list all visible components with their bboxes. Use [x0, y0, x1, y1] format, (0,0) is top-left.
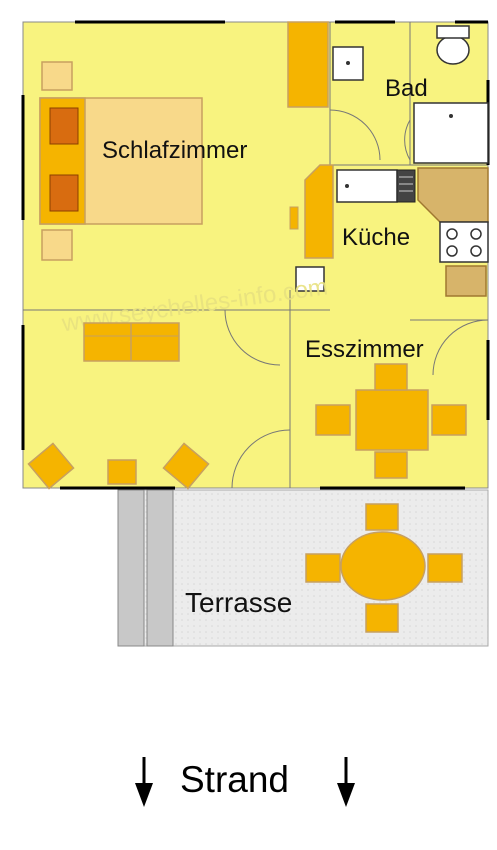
- bedroom-furniture: Schlafzimmer: [39, 61, 247, 261]
- stove: [439, 221, 489, 263]
- terrace-furniture: Terrasse: [185, 503, 463, 633]
- terrace-chair-right: [427, 553, 463, 583]
- kitchen-cabinet: [304, 164, 334, 259]
- room-label-terrasse: Terrasse: [185, 587, 292, 618]
- room-label-kueche: Küche: [342, 224, 410, 251]
- dining-chair-left: [315, 404, 351, 436]
- dining-room: Esszimmer: [305, 336, 467, 479]
- armchair-left: [27, 442, 75, 490]
- dining-chair-top: [374, 363, 408, 391]
- dining-table: [355, 389, 429, 451]
- outer-walls: [21, 20, 490, 490]
- drying-rack: [396, 169, 416, 203]
- armchair-right: [162, 442, 210, 490]
- pillow-2: [49, 174, 79, 212]
- kitchen-bin: [295, 266, 325, 292]
- toilet: [436, 35, 470, 65]
- down-arrow-icon: [135, 757, 153, 807]
- kitchen: Küche: [289, 164, 489, 297]
- room-label-schlafzimmer: Schlafzimmer: [102, 137, 247, 164]
- living-furniture: [27, 322, 210, 490]
- strand-indicator: Strand: [0, 755, 497, 815]
- terrace-step-1: [117, 489, 145, 647]
- terrace-chair-bottom: [365, 603, 399, 633]
- dining-chair-bottom: [374, 451, 408, 479]
- terrace-table: [340, 531, 426, 601]
- wardrobe: [287, 21, 329, 108]
- terrace-chair-left: [305, 553, 341, 583]
- strand-label: Strand: [180, 759, 290, 800]
- room-label-esszimmer: Esszimmer: [305, 336, 424, 363]
- nightstand-bottom: [41, 229, 73, 261]
- dining-chair-right: [431, 404, 467, 436]
- terrace-chair-top: [365, 503, 399, 531]
- terrace-step-2: [146, 489, 174, 647]
- floor-plan: Schlafzimmer Bad Küche www.seychelles-in…: [21, 20, 490, 647]
- room-label-bad: Bad: [385, 75, 428, 102]
- terrace: [117, 489, 489, 647]
- nightstand-top: [41, 61, 73, 91]
- bathtub: [413, 102, 489, 164]
- side-table: [107, 459, 137, 485]
- fridge: [445, 265, 487, 297]
- kitchen-handle: [289, 206, 299, 230]
- pillow-1: [49, 107, 79, 145]
- bathroom: Bad: [332, 25, 489, 164]
- down-arrow-icon: [337, 757, 355, 807]
- interior-walls: [23, 22, 489, 489]
